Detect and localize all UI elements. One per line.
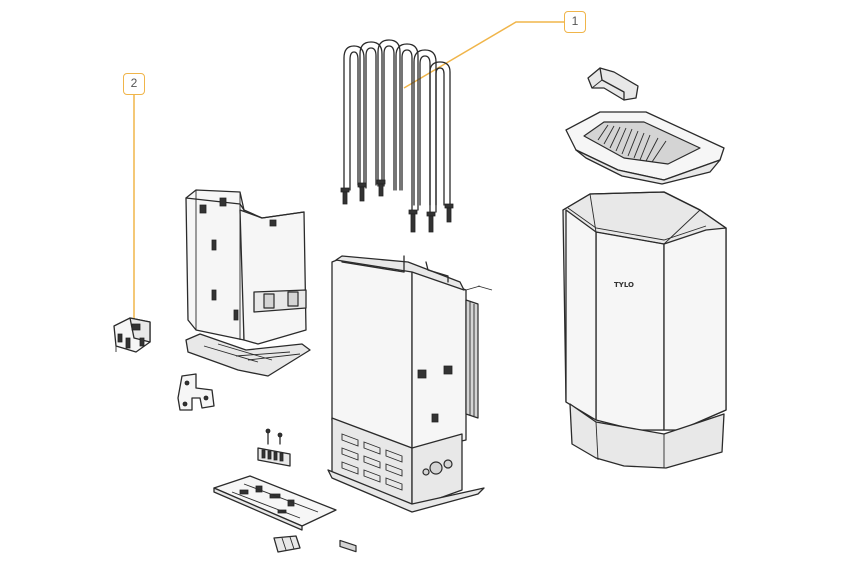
thermostat-switch[interactable]	[114, 318, 150, 352]
small-connector[interactable]	[274, 536, 300, 552]
control-board[interactable]	[214, 476, 336, 530]
inner-frame[interactable]	[186, 190, 310, 376]
callout-2[interactable]: 2	[123, 73, 145, 95]
stone-tray[interactable]	[566, 112, 724, 184]
callout-1[interactable]: 1	[564, 11, 586, 33]
callout-1-leader	[403, 21, 564, 89]
top-clip-bracket[interactable]	[588, 68, 638, 100]
outer-casing[interactable]: TYLO	[563, 192, 726, 468]
casing-brand-label: TYLO	[614, 281, 634, 289]
terminal-block[interactable]	[258, 429, 290, 466]
mounting-bracket[interactable]	[178, 374, 214, 410]
main-body[interactable]	[328, 256, 492, 552]
heating-elements[interactable]	[341, 40, 453, 232]
